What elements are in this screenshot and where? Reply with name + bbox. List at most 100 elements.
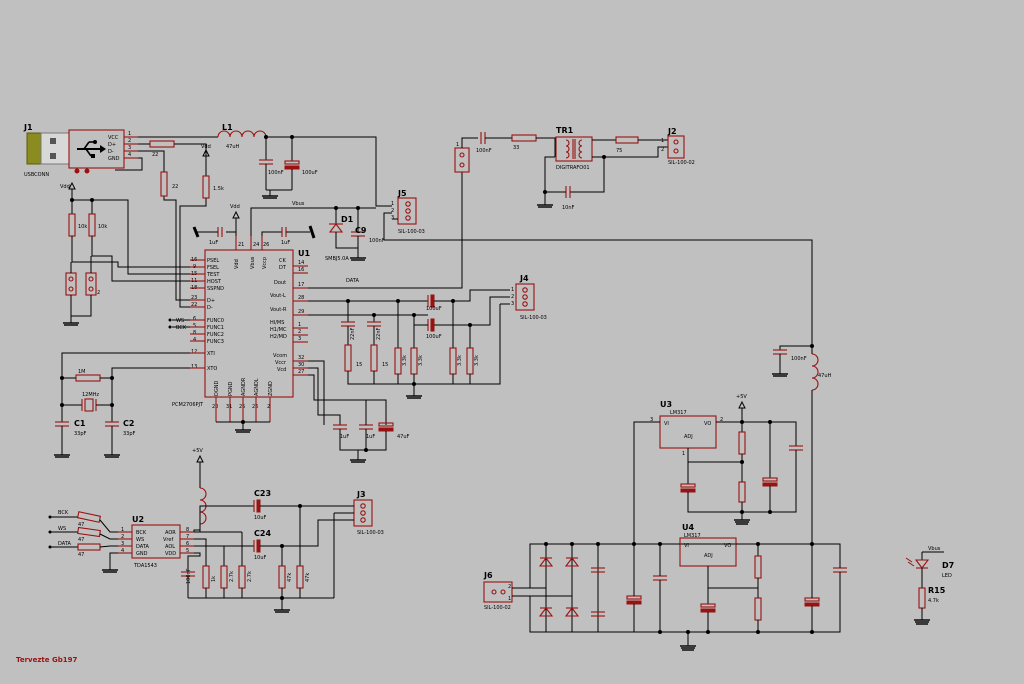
j1-num-4: 4 [128,152,131,158]
u1-num-2: 2 [298,329,301,335]
r10k-a-value: 10k [78,224,87,230]
gnd-symbol [537,204,553,208]
connector-j2: J2 SIL-100-02 1 2 [661,127,695,166]
j2-num-2: 2 [661,147,664,153]
u1-num-20: 20 [212,404,218,410]
u1-pin-xti: XTI [207,351,215,357]
u2-num-5: 5 [186,548,189,554]
cap-100nf-value: 100nF [268,170,284,176]
r10k-b-value: 10k [98,224,107,230]
ws-net-label-2: WS [58,526,66,532]
r33k-c-value: 3.3k [457,355,463,366]
jumper-2: 2 [71,256,100,317]
r33k-b-value: 3.3k [418,355,424,366]
u1-func-labels: WS BCK [168,318,190,331]
designer-credit: Tervezte Gb197 [16,656,77,664]
data-net-label-2: DATA [58,541,71,547]
j6-num-1: 1 [508,596,511,602]
j1-value: USBCONN [24,172,49,178]
transformer-tr1: TR1 DIGITRAFO01 [555,126,593,171]
u4-pin-vi: VI [684,543,689,549]
ref-j6: J6 [483,571,493,580]
u4-pin-adj: ADJ [704,553,713,559]
vbus-filter: 100nF 47uH [773,345,832,544]
ref-j4: J4 [519,274,529,283]
r47b-value: 47 [78,537,84,543]
connector-j3: J3 SIL-100-03 [348,490,384,536]
junction-dots [60,135,814,634]
r22a-value: 22 [152,152,158,158]
ref-c23: C23 [254,489,271,498]
u1-pin-fsel: FSEL [207,265,219,271]
u1-pin-agndr: AGNDR [241,377,247,396]
ref-j2: J2 [667,127,677,136]
r33k-a-value: 3.3k [402,355,408,366]
u2-pin-ws: WS [136,537,144,543]
u1-num-13: 13 [191,364,197,370]
cap-100uf-c-value: 100uF [426,334,442,340]
ic-u2-tda1543: U2 TDA1543 BCK WS DATA GND AOR Vref AOL … [118,515,194,569]
j4-num-2: 2 [511,294,514,300]
u1-num-1: 1 [298,322,301,328]
c9-value: 100nF [369,238,385,244]
u1-num-17: 17 [298,282,304,288]
jumper-2-pin: 2 [97,290,100,296]
ref-j3: J3 [356,490,366,499]
u3-num-3: 3 [650,417,653,423]
connector-j4: J4 SIL-100-03 1 2 3 [511,274,547,321]
connector-j5: J5 SIL-100-03 1 2 3 [391,189,425,235]
c22nf-a-value: 22nF [350,327,356,340]
u1-pin-dgnd: DGND [214,381,220,396]
u1-pin-dplus: D+ [207,298,215,304]
regulator-u3: U3 LM317 VI VO ADJ 3 2 1 +5V [633,394,803,544]
c10nf-value: 10nF [562,205,575,211]
j1-pin-dplus: D+ [108,142,116,148]
j1-pin-vcc: VCC [108,135,119,141]
u4-pin-vo: VO [724,543,731,549]
j3-value: SIL-100-03 [357,530,384,536]
ref-c1: C1 [74,419,86,428]
j5-value: SIL-100-03 [398,229,425,235]
ref-j5: J5 [397,189,407,198]
r1m-value: 1M [78,369,86,375]
u1-pin-vcom: Vcom [273,353,287,359]
c100nf-r-value: 100nF [791,356,807,362]
gnd-symbol [63,320,79,326]
ref-l1: L1 [222,123,233,132]
u1-part: PCM2706PJT [172,402,204,408]
usb-wires [115,136,392,308]
u2-num-1: 1 [121,527,124,533]
u1-num-24: 24 [253,242,259,248]
u2-num-2: 2 [121,534,124,540]
resistor-1k5: 1.5k Vdd [201,144,224,199]
r47k-b-value: 47k [305,573,311,582]
j1-num-3: 3 [128,145,131,151]
d7-value: LED [942,573,952,579]
r33k-d-value: 3.3k [474,355,480,366]
j1-pin-gnd: GND [108,156,120,162]
ref-j1: J1 [23,123,33,132]
bck-net-label-1: BCK [176,325,187,331]
gnd-symbol [350,459,366,463]
j4-value: SIL-100-03 [520,315,547,321]
r15-value: 4.7k [928,598,939,604]
ref-tr1: TR1 [556,126,574,135]
u1-num-3: 3 [298,336,301,342]
cap-tr-value: 100nF [476,148,492,154]
ref-d7: D7 [942,561,954,570]
r47a-value: 47 [78,522,84,528]
gnd-symbol [914,619,930,625]
u1-pin-pgnd: PGND [228,381,234,396]
ic-u1-pcm2706: U1 PCM2706PJT PSEL FSEL TEST HOST SSPND … [172,236,310,422]
r27k-a-value: 2.7k [229,571,235,582]
u1-num-26b: 26 [252,404,258,410]
vdd-net-label-3: Vdd [230,204,240,210]
u1-pin-h2md: H2/MD [270,334,287,340]
gnd-symbol [235,429,251,433]
u1-pin-voutr: Vout-R [270,307,287,313]
ref-u2: U2 [132,515,144,524]
vbus-net-label-1: Vbus [292,201,305,207]
jumper-1 [65,262,77,320]
u2-output-network: C23 10uF C24 10uF 100nF 1k 2.7k 2.7k 47k… [181,489,348,610]
vdd-net-label-1: Vdd [201,144,211,150]
